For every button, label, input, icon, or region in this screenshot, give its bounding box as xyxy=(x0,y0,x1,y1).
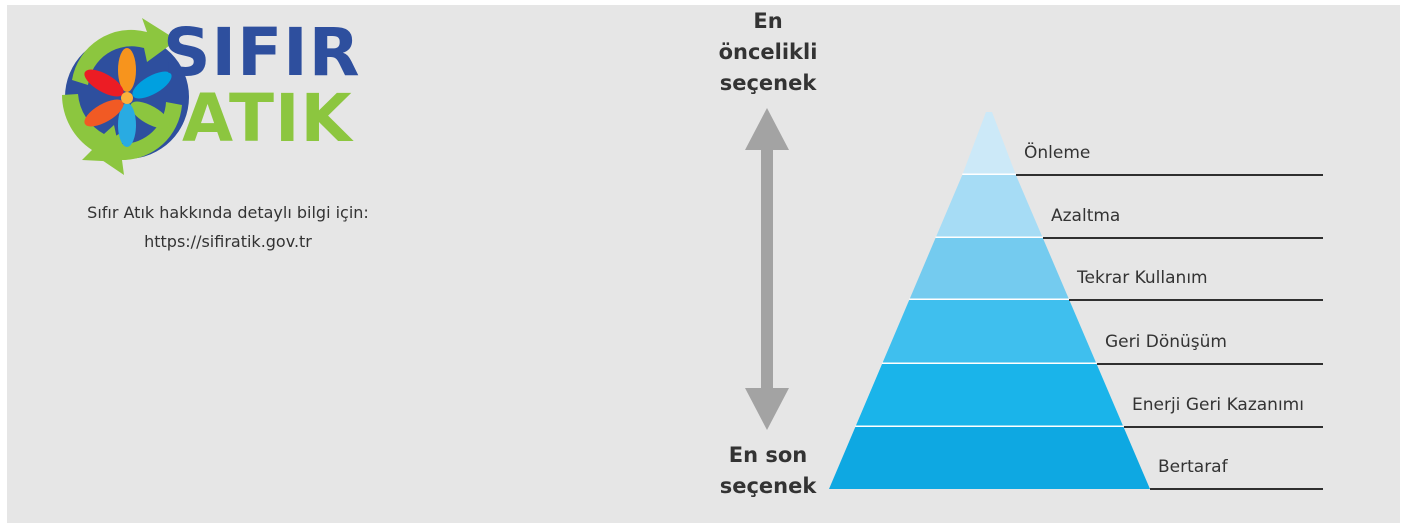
logo-word-sifir: SIFIR xyxy=(163,14,361,91)
pyramid-leader-line xyxy=(1016,174,1323,176)
top-priority-label: En öncelikli seçenek xyxy=(693,6,843,99)
pyramid-level-5 xyxy=(855,364,1124,427)
last-priority-line1: En son xyxy=(728,443,808,467)
last-priority-label: En son seçenek xyxy=(693,440,843,502)
website-link[interactable]: https://sifiratik.gov.tr xyxy=(144,232,312,251)
logo-word-atik: ATIK xyxy=(182,80,353,157)
pyramid-level-label: Bertaraf xyxy=(1158,457,1228,477)
pyramid-leader-line xyxy=(1097,363,1323,365)
last-priority-line2: seçenek xyxy=(719,474,817,498)
pyramid-level-1 xyxy=(962,112,1016,175)
pyramid-level-label: Enerji Geri Kazanımı xyxy=(1132,395,1304,415)
double-arrow-vertical-icon xyxy=(745,108,789,430)
pyramid-leader-line xyxy=(1043,237,1323,239)
pyramid-level-6 xyxy=(829,427,1150,489)
top-priority-line2: öncelikli xyxy=(718,40,818,64)
sifir-atik-logo xyxy=(62,18,189,175)
info-text: Sıfır Atık hakkında detaylı bilgi için: xyxy=(87,203,369,222)
pyramid-level-label: Tekrar Kullanım xyxy=(1077,268,1208,288)
recycle-flower-icon xyxy=(62,18,189,175)
pyramid-leader-line xyxy=(1124,426,1323,428)
pyramid-level-label: Azaltma xyxy=(1051,206,1121,226)
pyramid-level-label: Önleme xyxy=(1024,143,1091,163)
top-priority-line1: En xyxy=(753,9,783,33)
pyramid-level-label: Geri Dönüşüm xyxy=(1105,332,1227,352)
pyramid-level-4 xyxy=(882,300,1097,364)
pyramid-leader-line xyxy=(1069,299,1323,301)
pyramid-level-2 xyxy=(935,175,1043,238)
pyramid-leader-line xyxy=(1150,488,1323,490)
background-panel xyxy=(7,5,1400,523)
top-priority-line3: seçenek xyxy=(719,71,817,95)
pyramid-level-3 xyxy=(909,238,1070,300)
